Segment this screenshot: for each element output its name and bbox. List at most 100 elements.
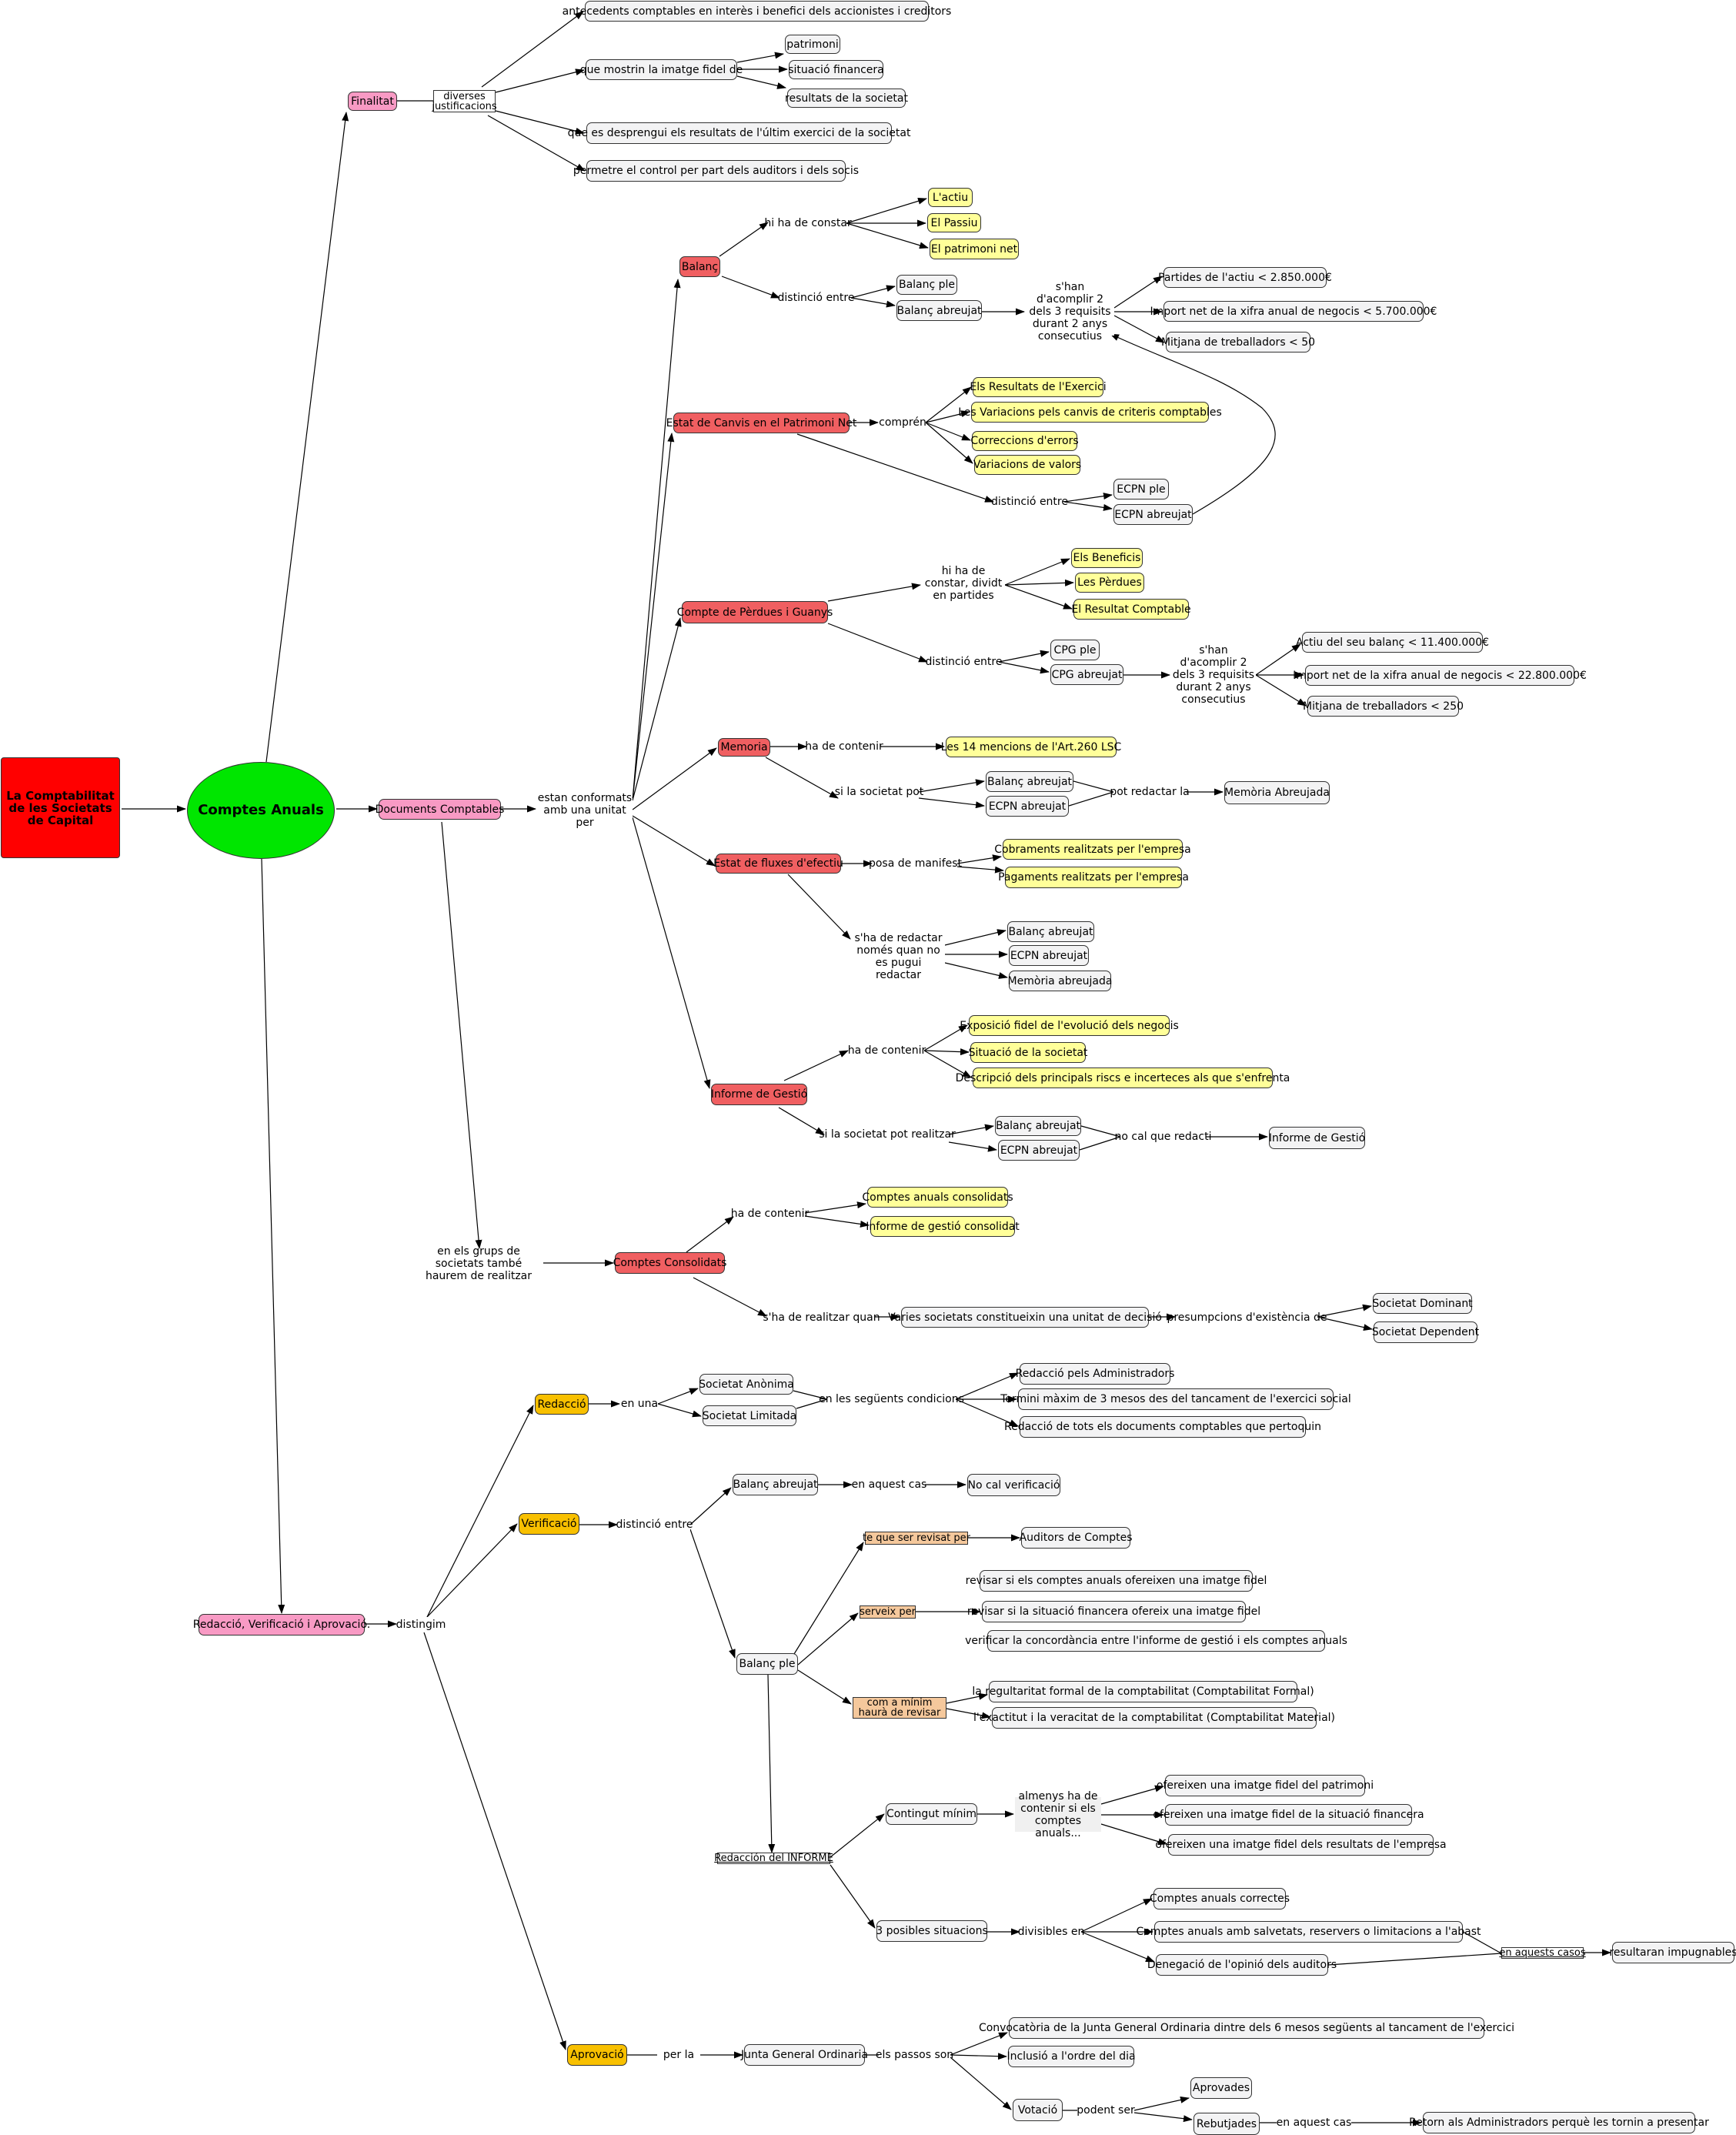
concept-memoria[interactable]: Memoria [718, 738, 770, 757]
concept-informe-ecpn-abreujat[interactable]: ECPN abreujat [998, 1140, 1080, 1161]
concept-redaccion-informe[interactable]: Redacción del INFORME [714, 1852, 833, 1864]
concept-control-auditors[interactable]: permetre el control per part dels audito… [573, 160, 859, 182]
concept-convocatoria-junta[interactable]: Convocatòria de la Junta General Ordinar… [979, 2017, 1514, 2039]
label-sha-de-realitzar-quan[interactable]: s'ha de realitzar quan [763, 1310, 880, 1325]
label-serveix-per[interactable]: serveix per [860, 1605, 916, 1619]
label-en-una[interactable]: en una [620, 1396, 659, 1412]
label-divisibles-en[interactable]: divisibles en [1017, 1924, 1085, 1940]
concept-verificacio[interactable]: Verificació [519, 1513, 579, 1535]
concept-beneficis[interactable]: Els Beneficis [1071, 548, 1143, 568]
concept-verificacio-balanc-ple[interactable]: Balanç ple [736, 1653, 798, 1675]
concept-redaccio-verificacio-aprovacio[interactable]: Redacció, Verificació i Aprovació. [193, 1614, 370, 1635]
concept-fluxes-memoria-abreujada[interactable]: Memòria abreujada [1008, 971, 1112, 991]
concept-documents-comptables[interactable]: Documents Comptables [376, 799, 504, 820]
concept-comptabilitat-formal[interactable]: la regultaritat formal de la comptabilit… [972, 1681, 1314, 1702]
label-compren[interactable]: comprén [879, 415, 926, 430]
concept-situacio-financera[interactable]: situació financera [788, 60, 884, 79]
concept-partides-actiu[interactable]: Partides de l'actiu < 2.850.000€ [1158, 267, 1332, 288]
concept-resultats-exercici[interactable]: Els Resultats de l'Exercici [970, 377, 1107, 397]
label-distincio-entre-balanc[interactable]: distinció entre [777, 290, 855, 306]
label-estan-conformats[interactable]: estan conformats amb una unitat per [537, 792, 633, 829]
concept-comptes-anuals-consolidats[interactable]: Comptes anuals consolidats [862, 1187, 1013, 1208]
concept-riscs-incerteces[interactable]: Descripció dels principals riscs e incer… [956, 1068, 1290, 1088]
concept-revisar-situacio-financera[interactable]: revisar si la situació financera ofereix… [967, 1601, 1260, 1622]
label-per-la[interactable]: per la [657, 2047, 700, 2063]
concept-fluxes-balanc-abreujat[interactable]: Balanç abreujat [1007, 921, 1094, 942]
concept-resultats-societat[interactable]: resultats de la societat [785, 89, 908, 108]
concept-inclusio-ordre-dia[interactable]: Inclusió a l'ordre del dia [1007, 2046, 1136, 2067]
label-ha-de-contenir-consolidats[interactable]: ha de contenir [730, 1206, 810, 1221]
label-seguents-condicions[interactable]: en les següents condicions [819, 1392, 964, 1407]
concept-cpg-abreujat[interactable]: CPG abreujat [1050, 664, 1123, 685]
concept-variacions-valors[interactable]: Variacions de valors [973, 455, 1081, 475]
concept-estat-canvis-patrimoni[interactable]: Estat de Canvis en el Patrimoni Net [666, 413, 856, 433]
label-distincio-entre-ecpn[interactable]: distinció entre [991, 494, 1068, 510]
concept-aprovades[interactable]: Aprovades [1190, 2077, 1252, 2099]
label-hi-ha-de-constar[interactable]: hi ha de constar [764, 216, 852, 231]
label-distincio-entre-verificacio[interactable]: distinció entre [616, 1517, 693, 1532]
concept-balanc-abreujat[interactable]: Balanç abreujat [896, 300, 982, 321]
concept-mencions-art260[interactable]: Les 14 mencions de l'Art.260 LSC [941, 737, 1121, 757]
label-requisits-balanc[interactable]: s'han d'acomplir 2 dels 3 requisits dura… [1026, 281, 1114, 342]
concept-ecpn-ple[interactable]: ECPN ple [1113, 479, 1169, 500]
concept-redaccio[interactable]: Redacció [535, 1394, 589, 1415]
concept-import-net-5700[interactable]: Import net de la xifra anual de negocis … [1150, 301, 1437, 322]
concept-imatge-fidel-situacio[interactable]: ofereixen una imatge fidel de la situaci… [1153, 1804, 1424, 1826]
concept-resultats-ultim-exercici[interactable]: que es desprengui els resultats de l'últ… [568, 122, 910, 144]
label-en-aquests-casos[interactable]: en aquests casos [1499, 1946, 1586, 1959]
concept-junta-general-ordinaria[interactable]: Junta General Ordinaria [741, 2044, 868, 2066]
concept-redaccio-documents[interactable]: Redacció de tots els documents comptable… [1004, 1416, 1321, 1438]
concept-verificar-concordancia[interactable]: verificar la concordància entre l'inform… [965, 1630, 1347, 1652]
concept-verificacio-balanc-abreujat[interactable]: Balanç abreujat [733, 1474, 818, 1495]
concept-contingut-minim[interactable]: Contingut mínim [886, 1803, 977, 1825]
label-requisits-cpg[interactable]: s'han d'acomplir 2 dels 3 requisits dura… [1171, 644, 1256, 706]
label-presumpcions[interactable]: presumpcions d'existència de [1167, 1310, 1327, 1325]
concept-cobraments[interactable]: Cobraments realitzats per l'empresa [994, 839, 1191, 860]
concept-treballadors-250[interactable]: Mitjana de treballadors < 250 [1303, 696, 1464, 717]
concept-situacio-societat[interactable]: Situació de la societat [969, 1042, 1087, 1063]
concept-retorn-administradors[interactable]: Retorn als Administradors perquè les tor… [1409, 2112, 1709, 2133]
concept-memoria-ecpn-abreujat[interactable]: ECPN abreujat [986, 796, 1069, 817]
label-podent-ser[interactable]: podent ser [1077, 2103, 1135, 2118]
concept-compte-perdues-guanys[interactable]: Compte de Pèrdues i Guanys [677, 601, 833, 623]
label-grups-societats[interactable]: en els grups de societats també haurem d… [414, 1245, 543, 1282]
concept-estat-fluxes-efectiu[interactable]: Estat de fluxes d'efectiu [713, 854, 843, 874]
concept-pagaments[interactable]: Pagaments realitzats per l'empresa [998, 867, 1189, 888]
label-distincio-entre-cpg[interactable]: distinció entre [925, 654, 1003, 670]
concept-import-net-22800[interactable]: Import net de la xifra anual de negocis … [1293, 665, 1587, 686]
concept-comptabilitat-material[interactable]: l'exactitut i la veracitat de la comptab… [973, 1707, 1335, 1729]
concept-resultaran-impugnables[interactable]: resultaran impugnables [1609, 1942, 1736, 1963]
concept-unitat-decisio[interactable]: Varies societats constitueixin una unita… [888, 1307, 1162, 1328]
concept-memoria-abreujada[interactable]: Memòria Abreujada [1224, 781, 1330, 804]
concept-passiu[interactable]: El Passiu [927, 213, 981, 232]
concept-termini-maxim[interactable]: Termini màxim de 3 mesos des del tancame… [1000, 1388, 1351, 1410]
concept-actiu[interactable]: L'actiu [928, 188, 973, 207]
concept-3-posibles-situacions[interactable]: 3 posibles situacions [876, 1920, 988, 1942]
concept-cpg-ple[interactable]: CPG ple [1050, 640, 1100, 660]
label-te-que-ser-revisat[interactable]: te que ser revisat per [862, 1532, 971, 1545]
concept-ecpn-abreujat[interactable]: ECPN abreujat [1113, 504, 1193, 525]
label-en-aquest-cas-verificacio[interactable]: en aquest cas [851, 1477, 927, 1492]
concept-correccions-errors[interactable]: Correccions d'errors [970, 431, 1079, 451]
concept-rebutjades[interactable]: Rebutjades [1194, 2113, 1260, 2135]
concept-informe-balanc-abreujat[interactable]: Balanç abreujat [995, 1116, 1081, 1136]
concept-imatge-fidel[interactable]: que mostrin la imatge fidel de [580, 59, 743, 80]
label-almenys-ha-de-contenir[interactable]: almenys ha de contenir si els comptes an… [1015, 1790, 1101, 1839]
concept-balanc-ple[interactable]: Balanç ple [896, 275, 957, 295]
label-pot-redactar-la[interactable]: pot redactar la [1110, 784, 1190, 800]
concept-imatge-fidel-resultats[interactable]: ofereixen una imatge fidel dels resultat… [1155, 1834, 1447, 1856]
label-partides-cpg[interactable]: hi ha de constar, dividt en partides [922, 565, 1005, 602]
concept-informe-gestio[interactable]: Informe de Gestió [711, 1084, 807, 1105]
label-sha-de-redactar[interactable]: s'ha de redactar només quan no es pugui … [852, 932, 945, 981]
concept-comptes-salvetats[interactable]: Comptes anuals amb salvetats, reservers … [1136, 1921, 1481, 1943]
concept-balanc[interactable]: Balanç [679, 256, 720, 277]
concept-comptes-anuals[interactable]: Comptes Anuals [187, 762, 335, 859]
label-ha-de-contenir-informe[interactable]: ha de contenir [847, 1043, 926, 1058]
concept-revisar-imatge-fidel[interactable]: revisar si els comptes anuals ofereixen … [966, 1570, 1267, 1592]
concept-finalitat[interactable]: Finalitat [348, 92, 397, 111]
concept-redaccio-administradors[interactable]: Redacció pels Administradors [1016, 1363, 1174, 1385]
concept-societat-dependent[interactable]: Societat Dependent [1372, 1321, 1479, 1343]
concept-no-cal-verificacio[interactable]: No cal verificació [967, 1474, 1060, 1496]
concept-exposicio-fidel[interactable]: Exposició fidel de l'evolució dels negoc… [960, 1015, 1179, 1036]
concept-informe-gestio-consolidat[interactable]: Informe de gestió consolidat [866, 1216, 1020, 1237]
